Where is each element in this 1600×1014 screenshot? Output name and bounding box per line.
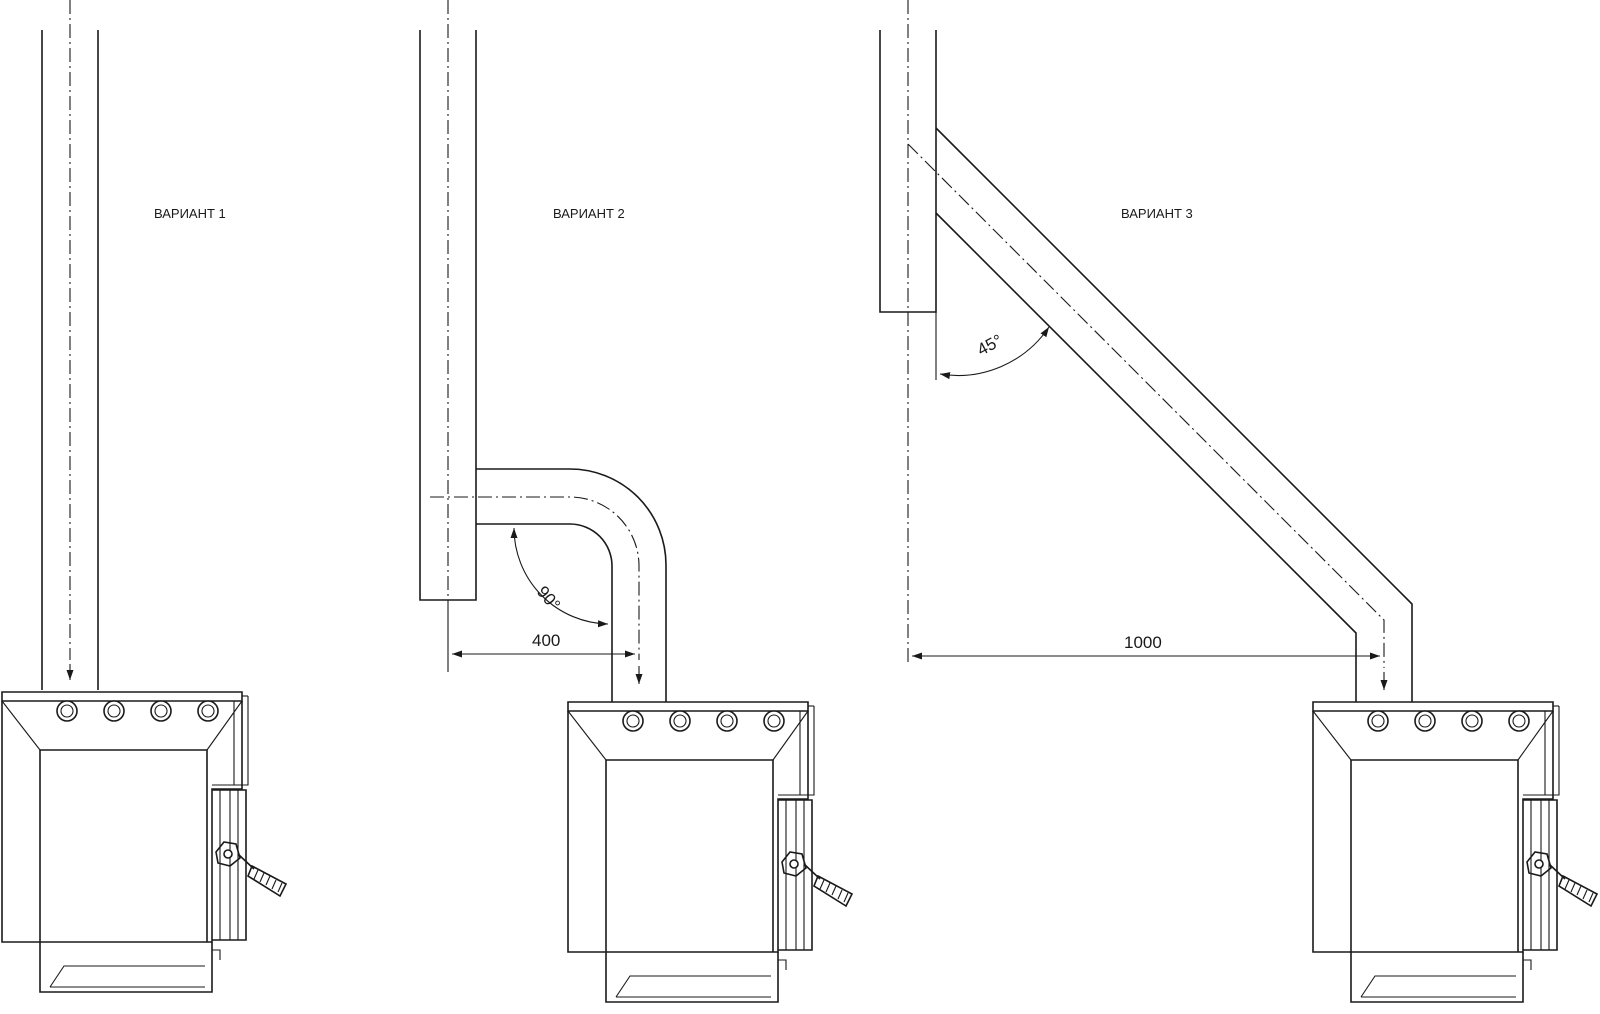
- variant-1: ВАРИАНТ 1: [1, 0, 287, 993]
- variant-2-dimension: 400: [532, 631, 560, 650]
- variant-3-dimension: 1000: [1124, 633, 1162, 652]
- variant-3-label: ВАРИАНТ 3: [1121, 206, 1193, 221]
- variant-2-label: ВАРИАНТ 2: [553, 206, 625, 221]
- variant-3: 45° 1000 ВАРИАНТ 3: [879, 0, 1598, 1003]
- variant-1-label: ВАРИАНТ 1: [154, 206, 226, 221]
- variant-3-angle: 45°: [974, 331, 1006, 360]
- variant-2: 90° 400 ВАРИАНТ 2: [419, 0, 853, 1003]
